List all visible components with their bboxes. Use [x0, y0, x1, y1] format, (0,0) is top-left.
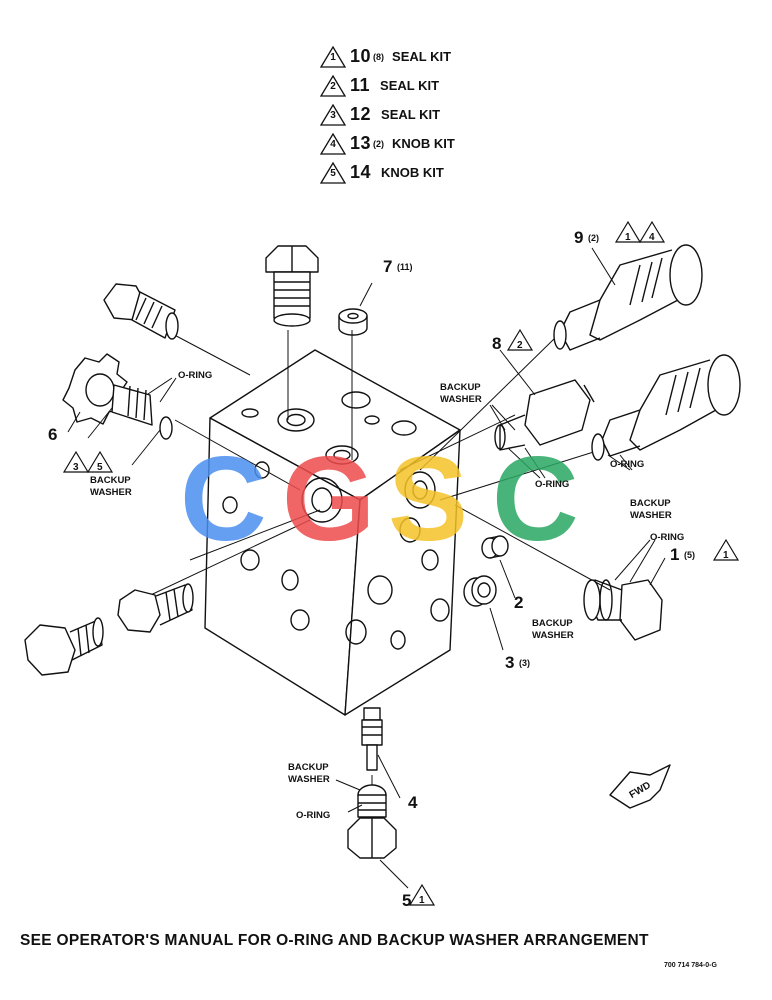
callout-1-mark: 1 — [723, 550, 729, 561]
callout-5-mark: 1 — [419, 895, 425, 906]
triangle-mark-icon: 1 — [320, 45, 346, 68]
legend-item-number: 10 — [350, 46, 372, 66]
callout-8: 8 — [492, 334, 501, 353]
label-washer: WASHER — [532, 630, 574, 641]
lower-left-large-plug — [24, 617, 104, 676]
callout-9-mark-1: 1 — [625, 232, 631, 243]
label-washer: WASHER — [630, 510, 672, 521]
callout-3: 3 — [505, 653, 514, 672]
triangle-mark-icon: 3 — [320, 103, 346, 126]
callout-8-mark: 2 — [517, 340, 523, 351]
callout-9: 9 — [574, 228, 583, 247]
top-plug — [265, 245, 319, 327]
drawing-number: 700 714 784-0-G — [664, 962, 717, 969]
legend-item-number: 11 — [350, 75, 371, 95]
triangle-mark-icon: 4 — [320, 132, 346, 155]
legend: 1 10 (8) SEAL KIT 2 11 SEAL KIT 3 12 SEA… — [320, 42, 455, 187]
triangle-mark-icon: 5 — [320, 161, 346, 184]
lower-left-plug — [117, 583, 194, 633]
legend-row: 2 11 SEAL KIT — [320, 71, 455, 100]
label-oring: O-RING — [535, 479, 569, 490]
item-2-insert — [481, 535, 509, 559]
callout-2: 2 — [514, 593, 523, 612]
label-oring: O-RING — [296, 810, 330, 821]
item-1-plug — [583, 579, 663, 641]
callout-4: 4 — [408, 793, 418, 812]
legend-item-number: 12 — [350, 104, 372, 124]
label-washer: WASHER — [288, 774, 330, 785]
centre-lines — [139, 329, 611, 800]
callouts: 7 (11) 9 (2) 1 4 8 2 6 3 5 1 (5) 1 2 3 (… — [48, 228, 729, 910]
callout-6-mark-2: 5 — [97, 462, 103, 473]
legend-row: 3 12 SEAL KIT — [320, 100, 455, 129]
legend-item-label: SEAL KIT — [392, 49, 452, 64]
callout-5: 5 — [402, 891, 411, 910]
label-oring: O-RING — [650, 532, 684, 543]
legend-row: 4 13 (2) KNOB KIT — [320, 129, 455, 158]
legend-item-number: 13 — [350, 133, 372, 153]
label-backup: BACKUP — [532, 618, 573, 629]
footer-note: SEE OPERATOR'S MANUAL FOR O-RING AND BAC… — [20, 932, 649, 949]
callout-6: 6 — [48, 425, 57, 444]
callout-1: 1 — [670, 545, 679, 564]
label-backup: BACKUP — [630, 498, 671, 509]
legend-item-label: KNOB KIT — [381, 165, 444, 180]
label-backup: BACKUP — [288, 762, 329, 773]
callout-9-qty: (2) — [588, 233, 599, 243]
legend-item-qty: (8) — [373, 51, 385, 62]
label-oring: O-RING — [178, 370, 212, 381]
label-washer: WASHER — [90, 487, 132, 498]
callout-6-mark-1: 3 — [73, 462, 79, 473]
legend-item-label: SEAL KIT — [380, 78, 440, 93]
callout-3-qty: (3) — [519, 658, 530, 668]
upper-left-cartridge — [103, 283, 179, 340]
callout-1-qty: (5) — [684, 550, 695, 560]
watermark: C G S C — [180, 432, 579, 566]
item-6-knob-valve — [62, 353, 173, 440]
legend-row: 5 14 KNOB KIT — [320, 158, 455, 187]
label-washer: WASHER — [440, 394, 482, 405]
legend-item-number: 14 — [350, 162, 372, 182]
item-3-insert — [463, 575, 497, 607]
watermark-letter: G — [282, 432, 375, 566]
watermark-letter: C — [180, 432, 267, 566]
item-8-cartridge — [494, 379, 595, 451]
item-7-plug — [338, 308, 368, 336]
triangle-mark-icon: 2 — [320, 74, 346, 97]
right-knob-valve — [591, 354, 741, 461]
leader-lines — [67, 247, 666, 889]
callout-7: 7 — [383, 257, 392, 276]
callout-9-mark-2: 4 — [649, 232, 655, 243]
watermark-letter: C — [492, 432, 579, 566]
legend-item-label: SEAL KIT — [381, 107, 441, 122]
callout-7-qty: (11) — [397, 262, 413, 272]
fwd-arrow-icon — [609, 764, 671, 809]
legend-item-label: KNOB KIT — [392, 136, 455, 151]
watermark-letter: S — [388, 432, 468, 566]
item-9-knob-valve — [553, 244, 703, 351]
valve-block — [204, 349, 461, 716]
legend-row: 1 10 (8) SEAL KIT — [320, 42, 455, 71]
label-backup: BACKUP — [90, 475, 131, 486]
label-oring: O-RING — [610, 459, 644, 470]
item-4-insert — [361, 707, 383, 771]
item-5-plug — [347, 784, 397, 859]
legend-item-qty: (2) — [373, 138, 385, 149]
callout-marks — [62, 220, 740, 906]
part-labels: O-RING BACKUP WASHER BACKUP WASHER O-RIN… — [90, 370, 684, 821]
label-backup: BACKUP — [440, 382, 481, 393]
